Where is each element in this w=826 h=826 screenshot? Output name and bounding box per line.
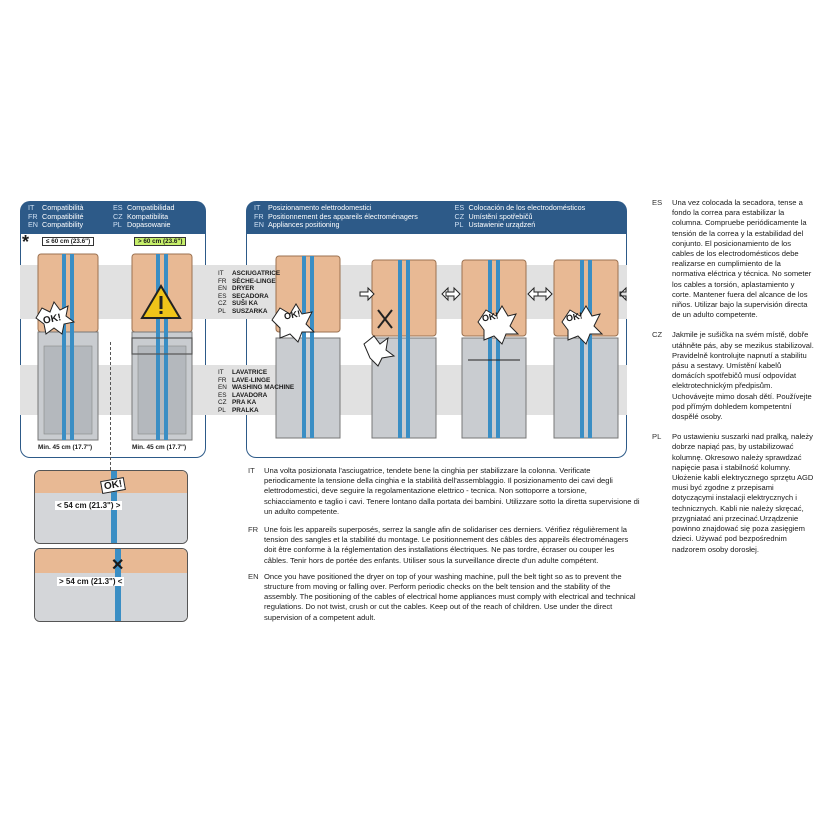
- stack-position-2: [359, 259, 457, 439]
- dim-detail-top: < 54 cm (21.3") >: [55, 501, 123, 510]
- stack-position-3: [445, 259, 543, 439]
- stack-right: [131, 253, 193, 441]
- detail-box-cross: ✕ > 54 cm (21.3") <: [34, 548, 188, 622]
- stack-left: [37, 253, 99, 441]
- min-height-right: Min. 45 cm (17.7"): [132, 444, 187, 451]
- ok-burst-left: [35, 300, 76, 335]
- compatibility-illustration: [35, 253, 193, 441]
- min-height-left: Min. 45 cm (17.7"): [38, 444, 93, 451]
- width-badge-right: > 60 cm (23.6"): [134, 237, 187, 246]
- stack-position-4: [537, 259, 627, 439]
- asterisk: *: [22, 232, 30, 252]
- cross-icon: ✕: [111, 557, 125, 574]
- dim-detail-bottom: > 54 cm (21.3") <: [57, 577, 125, 586]
- detail-box-ok: OK! < 54 cm (21.3") >: [34, 470, 188, 544]
- magnifier-line: [110, 342, 112, 470]
- stack-position-1: [271, 255, 341, 439]
- width-badge-left: ≤ 60 cm (23.6"): [42, 237, 95, 246]
- positioning-illustration: [271, 255, 627, 439]
